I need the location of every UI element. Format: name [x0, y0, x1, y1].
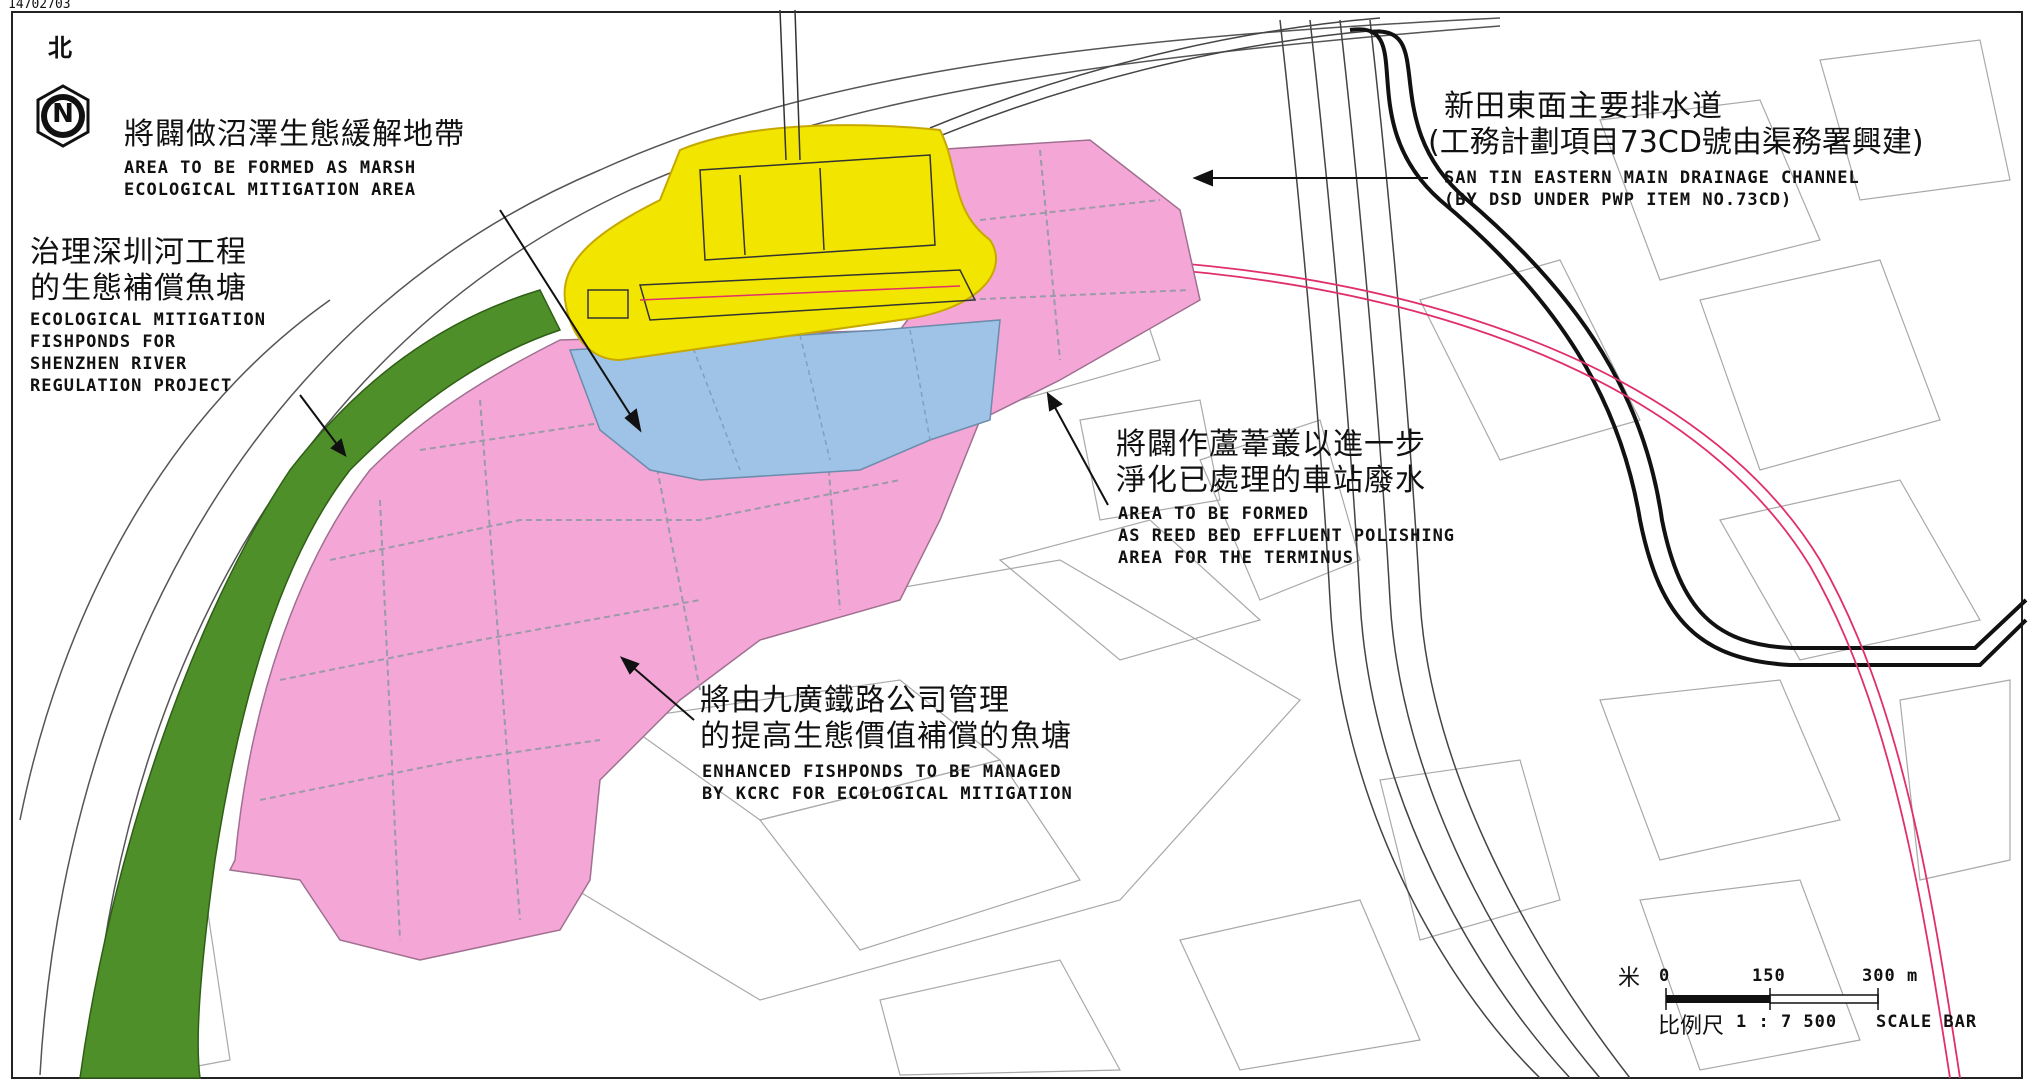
reed-bed-label-en-1: AREA TO BE FORMED [1118, 504, 1309, 524]
marsh-mitigation-area [563, 124, 997, 362]
shenzhen-label-en-3: SHENZHEN RIVER [30, 354, 188, 374]
drainage-channel [1349, 27, 2028, 667]
terminus-station [587, 9, 977, 321]
scale-tick-300: 300 m [1862, 966, 1919, 986]
north-label: 北 [48, 34, 72, 62]
shenzhen-mitigation-fishponds-area [79, 289, 562, 1079]
drainage-label-zh-1: 新田東面主要排水道 [1444, 89, 1723, 124]
scale-ratio: 1 : 7 500 [1736, 1012, 1838, 1032]
shenzhen-label-zh-1: 治理深圳河工程 [30, 235, 247, 270]
enhanced-label-zh-1: 將由九廣鐵路公司管理 [700, 683, 1010, 718]
scale-tick-0: 0 [1659, 966, 1671, 986]
scale-unit-zh: 米 [1618, 966, 1641, 991]
reed-bed-label-en-3: AREA FOR THE TERMINUS [1118, 548, 1354, 568]
marsh-label-zh: 將闢做沼澤生態緩解地帶 [124, 117, 465, 152]
drainage-label-zh-2: (工務計劃項目73CD號由渠務署興建) [1428, 125, 1924, 160]
drainage-label-en-1: SAN TIN EASTERN MAIN DRAINAGE CHANNEL [1444, 168, 1860, 188]
enhanced-label-en-1: ENHANCED FISHPONDS TO BE MANAGED [702, 762, 1062, 782]
shenzhen-label-en-2: FISHPONDS FOR [30, 332, 177, 352]
north-arrow-icon [36, 84, 90, 148]
scale-label-en: SCALE BAR [1876, 1012, 1978, 1032]
north-letter: N [52, 99, 74, 129]
marsh-label-en-1: AREA TO BE FORMED AS MARSH [124, 158, 417, 178]
reed-bed-bunds [689, 329, 931, 471]
shenzhen-label-en-1: ECOLOGICAL MITIGATION [30, 310, 266, 330]
scale-bar-graphic [1665, 988, 1879, 1010]
shenzhen-label-zh-2: 的生態補償魚塘 [30, 271, 247, 306]
enhanced-label-en-2: BY KCRC FOR ECOLOGICAL MITIGATION [702, 784, 1073, 804]
enhanced-label-zh-2: 的提高生態價值補償的魚塘 [700, 719, 1072, 754]
reed-bed-area [568, 319, 1001, 481]
drainage-label-en-2: (BY DSD UNDER PWP ITEM NO.73CD) [1444, 190, 1793, 210]
leader-arrows [299, 169, 1428, 721]
drawing-number: 14702703 [8, 0, 71, 12]
scale-tick-150: 150 [1752, 966, 1786, 986]
shenzhen-label-en-4: REGULATION PROJECT [30, 376, 233, 396]
scale-label-zh: 比例尺 [1658, 1014, 1725, 1039]
reed-bed-label-en-2: AS REED BED EFFLUENT POLISHING [1118, 526, 1456, 546]
highway-corridor [929, 17, 1631, 1079]
reed-bed-label-zh-2: 淨化已處理的車站廢水 [1116, 463, 1426, 498]
marsh-label-en-2: ECOLOGICAL MITIGATION AREA [124, 180, 417, 200]
reed-bed-label-zh-1: 將闢作蘆葦叢以進一步 [1116, 427, 1426, 462]
